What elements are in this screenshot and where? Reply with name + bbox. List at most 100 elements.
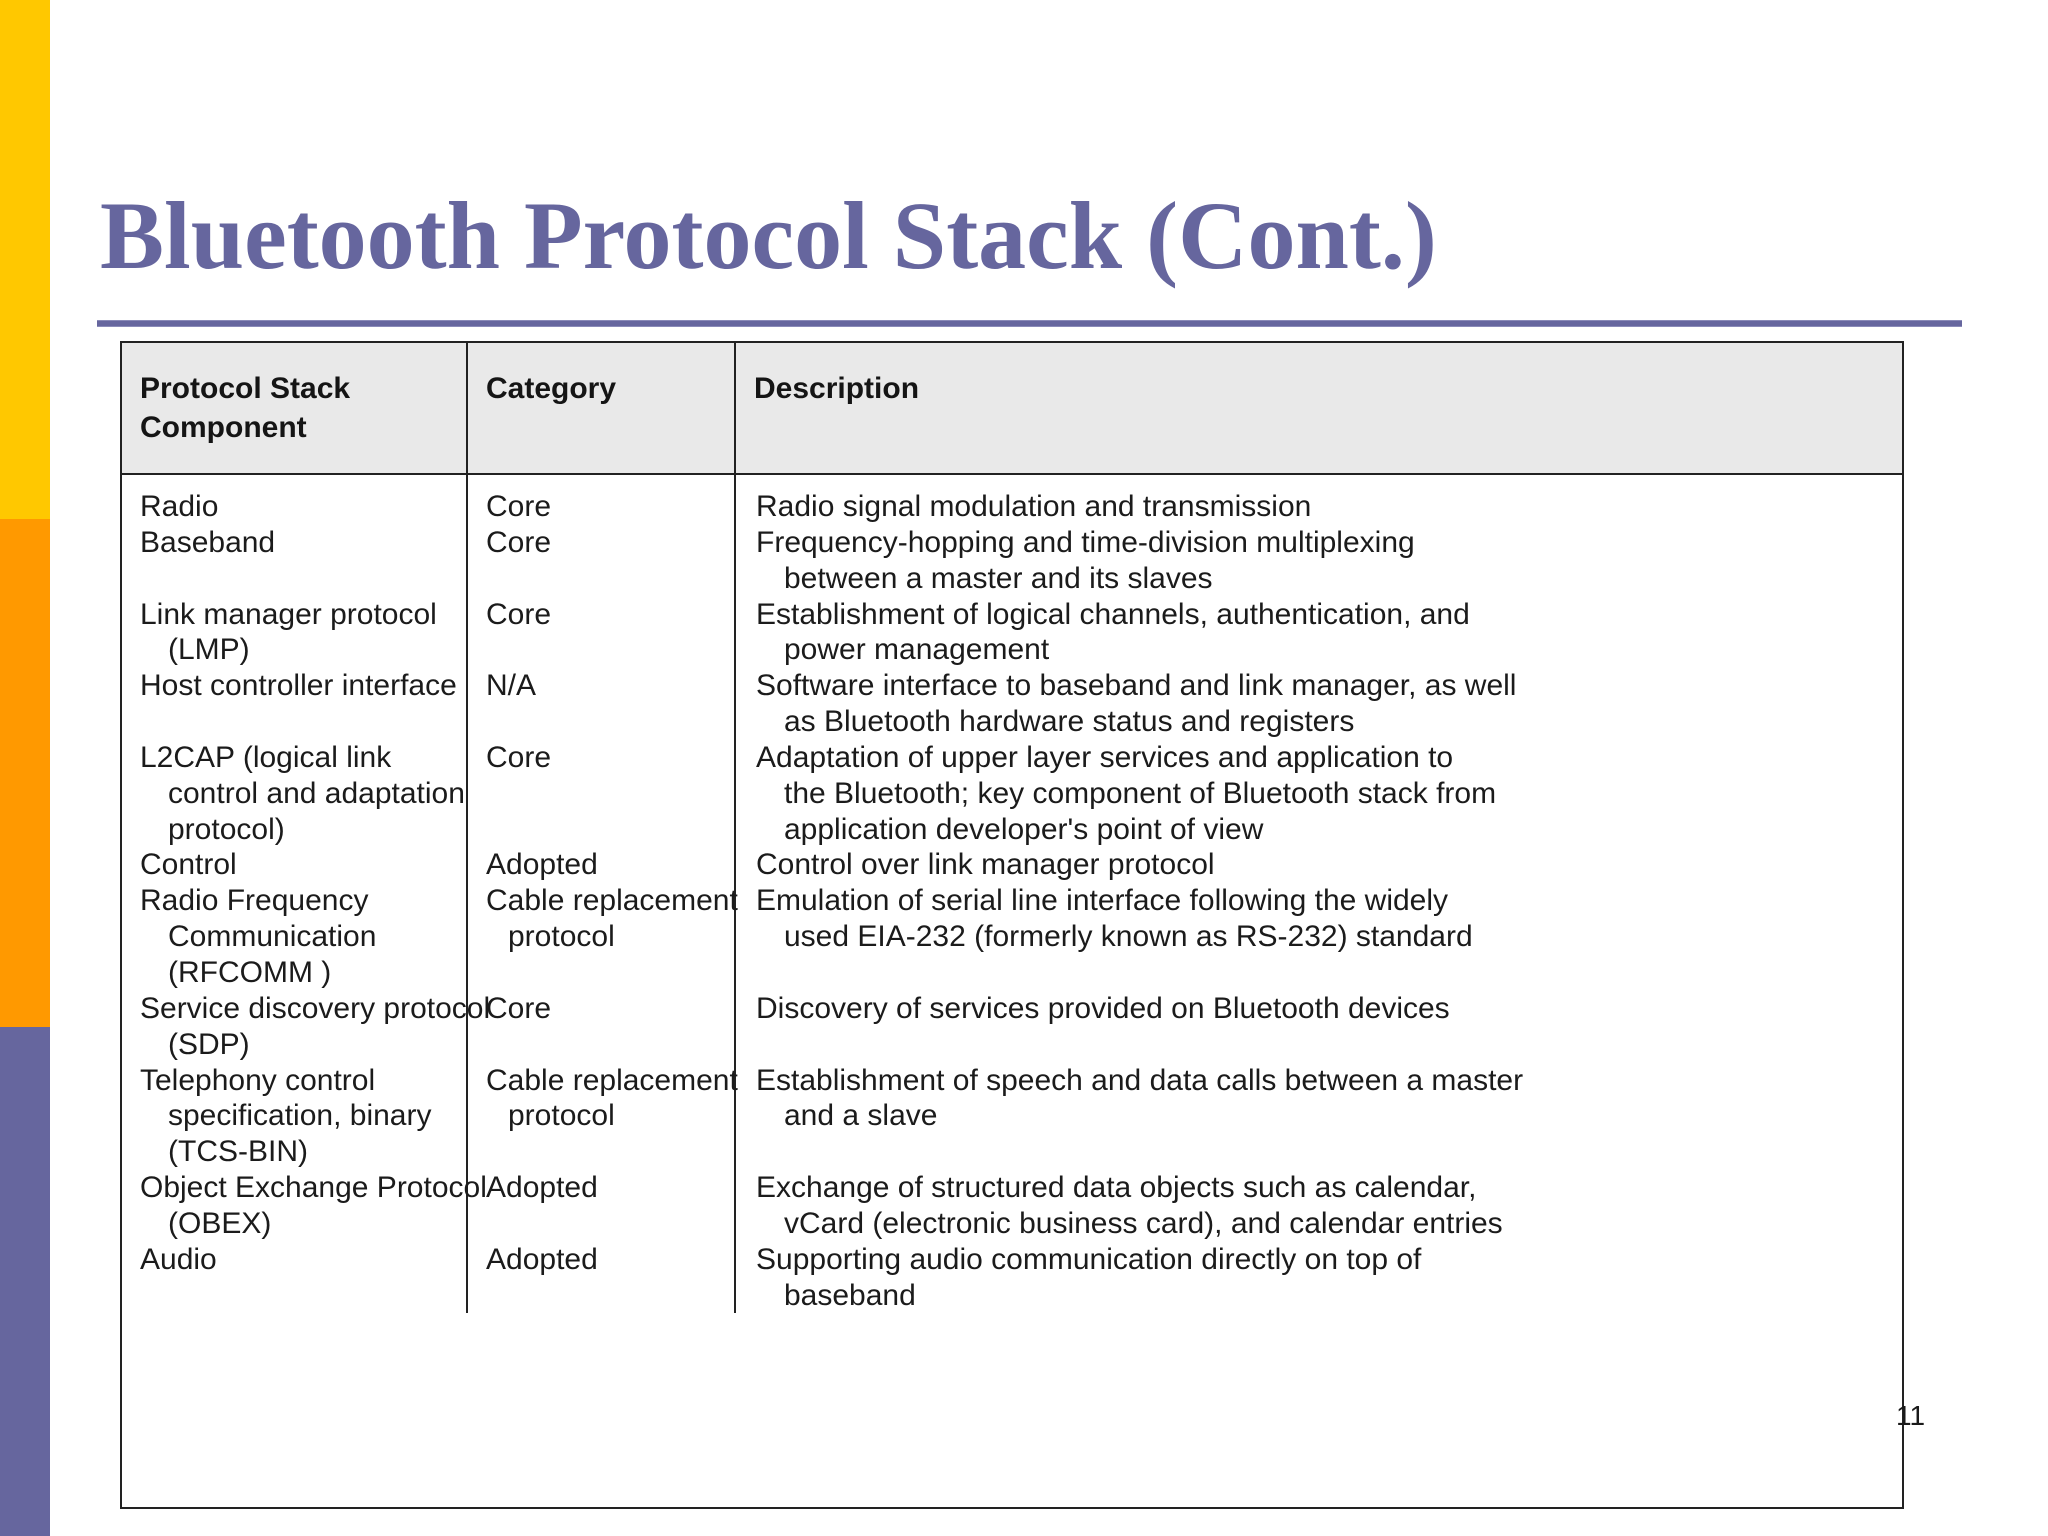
- cell-line: (OBEX): [168, 1206, 272, 1240]
- column-header-category: Category: [467, 343, 736, 475]
- cell-line: Supporting audio communication directly …: [756, 1242, 1422, 1276]
- table-header: Protocol Stack Component Category Descri…: [122, 343, 1902, 475]
- column-header-description: Description: [735, 343, 1902, 475]
- column-header-line-2: Component: [140, 411, 307, 444]
- cell-category: N/A: [467, 668, 736, 740]
- cell-line: specification, binary: [168, 1099, 432, 1133]
- cell-line: Cable replacement: [486, 1063, 738, 1097]
- cell-line: Core: [486, 597, 552, 631]
- cell-line: baseband: [784, 1278, 916, 1312]
- decorative-sidebar: [0, 0, 50, 1536]
- cell-line: Core: [486, 525, 552, 559]
- cell-line: vCard (electronic business card), and ca…: [784, 1206, 1503, 1240]
- cell-protocol-stack-component: Object Exchange Protocol(OBEX): [122, 1170, 487, 1242]
- cell-line: Establishment of logical channels, authe…: [756, 597, 1470, 631]
- cell-line: Radio: [140, 490, 219, 523]
- cell-category: Core: [467, 524, 736, 597]
- table-row: Control Adopted Control over link manager …: [122, 847, 1902, 884]
- table-row: Service discovery protocol(SDP) Core Disc…: [122, 990, 1902, 1063]
- cell-description: Software interface to baseband and link …: [735, 668, 1902, 740]
- cell-line: used EIA-232 (formerly known as RS-232) …: [784, 920, 1473, 954]
- cell-protocol-stack-component: Baseband: [122, 524, 468, 597]
- cell-line: (RFCOMM ): [168, 955, 332, 989]
- cell-line: Baseband: [140, 525, 276, 559]
- cell-category: Adopted: [467, 1241, 736, 1314]
- cell-line: protocol): [168, 812, 285, 846]
- sidebar-band-orange: [0, 519, 50, 1027]
- page-number: 11: [1896, 1400, 1926, 1431]
- cell-description: Establishment of speech and data calls b…: [735, 1063, 1902, 1171]
- cell-line: Service discovery protocol: [140, 991, 491, 1025]
- cell-line: (SDP): [168, 1027, 250, 1061]
- page-title: Bluetooth Protocol Stack (Cont.): [100, 182, 1437, 290]
- cell-line: Object Exchange Protocol: [140, 1171, 487, 1205]
- cell-line: Radio signal modulation and transmission: [756, 490, 1312, 523]
- cell-line: Audio: [140, 1242, 217, 1276]
- column-header-protocol-stack-component: Protocol Stack Component: [122, 343, 468, 475]
- cell-description: Frequency-hopping and time-division mult…: [735, 525, 1902, 597]
- cell-line: control and adaptation: [168, 776, 465, 810]
- cell-protocol-stack-component: Host controller interface: [122, 668, 468, 740]
- sidebar-band-yellow: [0, 0, 50, 519]
- protocol-stack-table: Protocol Stack Component Category Descri…: [122, 343, 1902, 1314]
- cell-category: Adopted: [467, 1170, 736, 1242]
- cell-line: (LMP): [168, 633, 250, 667]
- cell-description: Emulation of serial line interface follo…: [735, 883, 1902, 991]
- protocol-stack-table-container: Protocol Stack Component Category Descri…: [120, 341, 1904, 1509]
- cell-line: Software interface to baseband and link …: [756, 669, 1517, 703]
- cell-description: Control over link manager protocol: [735, 847, 1902, 883]
- cell-protocol-stack-component: Link manager protocol(LMP): [122, 596, 468, 669]
- cell-line: Telephony control: [140, 1063, 376, 1097]
- cell-line: L2CAP (logical link: [140, 740, 392, 774]
- cell-category: Core: [467, 990, 736, 1063]
- cell-description: Discovery of services provided on Blueto…: [735, 991, 1902, 1063]
- cell-line: Adopted: [486, 1171, 598, 1205]
- cell-description: Exchange of structured data objects such…: [735, 1170, 1902, 1242]
- cell-line: Control: [140, 848, 237, 882]
- cell-line: (TCS-BIN): [168, 1135, 308, 1169]
- cell-line: Exchange of structured data objects such…: [756, 1171, 1477, 1205]
- cell-description: Adaptation of upper layer services and a…: [735, 740, 1902, 848]
- cell-line: Cable replacement: [486, 884, 738, 918]
- cell-line: Adopted: [486, 1242, 598, 1276]
- cell-line: Host controller interface: [140, 669, 457, 703]
- sidebar-band-purple: [0, 1027, 50, 1536]
- table-row: Radio Core Radio signal modulation and tra…: [122, 474, 1902, 525]
- table-row: Object Exchange Protocol(OBEX)Adopted Ex…: [122, 1170, 1902, 1242]
- cell-protocol-stack-component: Radio: [122, 474, 468, 525]
- cell-category: Core: [467, 474, 736, 525]
- title-underline-rule: [97, 320, 1962, 327]
- cell-line: Control over link manager protocol: [756, 848, 1215, 882]
- cell-line: application developer's point of view: [784, 812, 1264, 846]
- cell-protocol-stack-component: Audio: [122, 1241, 468, 1314]
- cell-description: Radio signal modulation and transmission: [735, 474, 1902, 525]
- cell-line: between a master and its slaves: [784, 561, 1213, 595]
- cell-line: Communication: [168, 920, 377, 954]
- table-header-row: Protocol Stack Component Category Descri…: [122, 343, 1902, 475]
- cell-category: Core: [467, 739, 736, 848]
- cell-description: Establishment of logical channels, authe…: [735, 597, 1902, 669]
- cell-description: Supporting audio communication directly …: [735, 1242, 1902, 1314]
- table-row: Host controller interface N/A Software i…: [122, 668, 1902, 740]
- cell-line: Adaptation of upper layer services and a…: [756, 740, 1454, 774]
- cell-line: Link manager protocol: [140, 597, 437, 631]
- cell-line: Establishment of speech and data calls b…: [756, 1063, 1524, 1097]
- cell-line: Core: [486, 490, 552, 523]
- table-row: Link manager protocol(LMP) Core Establish…: [122, 596, 1902, 669]
- cell-line: the Bluetooth; key component of Bluetoot…: [784, 776, 1497, 810]
- table-row: Baseband Core Frequency-hopping and time…: [122, 524, 1902, 597]
- cell-line: Adopted: [486, 848, 598, 882]
- cell-line: Radio Frequency: [140, 884, 369, 918]
- table-row: Audio Adopted Supporting audio communicati…: [122, 1241, 1902, 1314]
- cell-line: Core: [486, 740, 552, 774]
- cell-protocol-stack-component: Control: [122, 847, 468, 884]
- cell-line: power management: [784, 633, 1050, 667]
- cell-line: Emulation of serial line interface follo…: [756, 884, 1449, 918]
